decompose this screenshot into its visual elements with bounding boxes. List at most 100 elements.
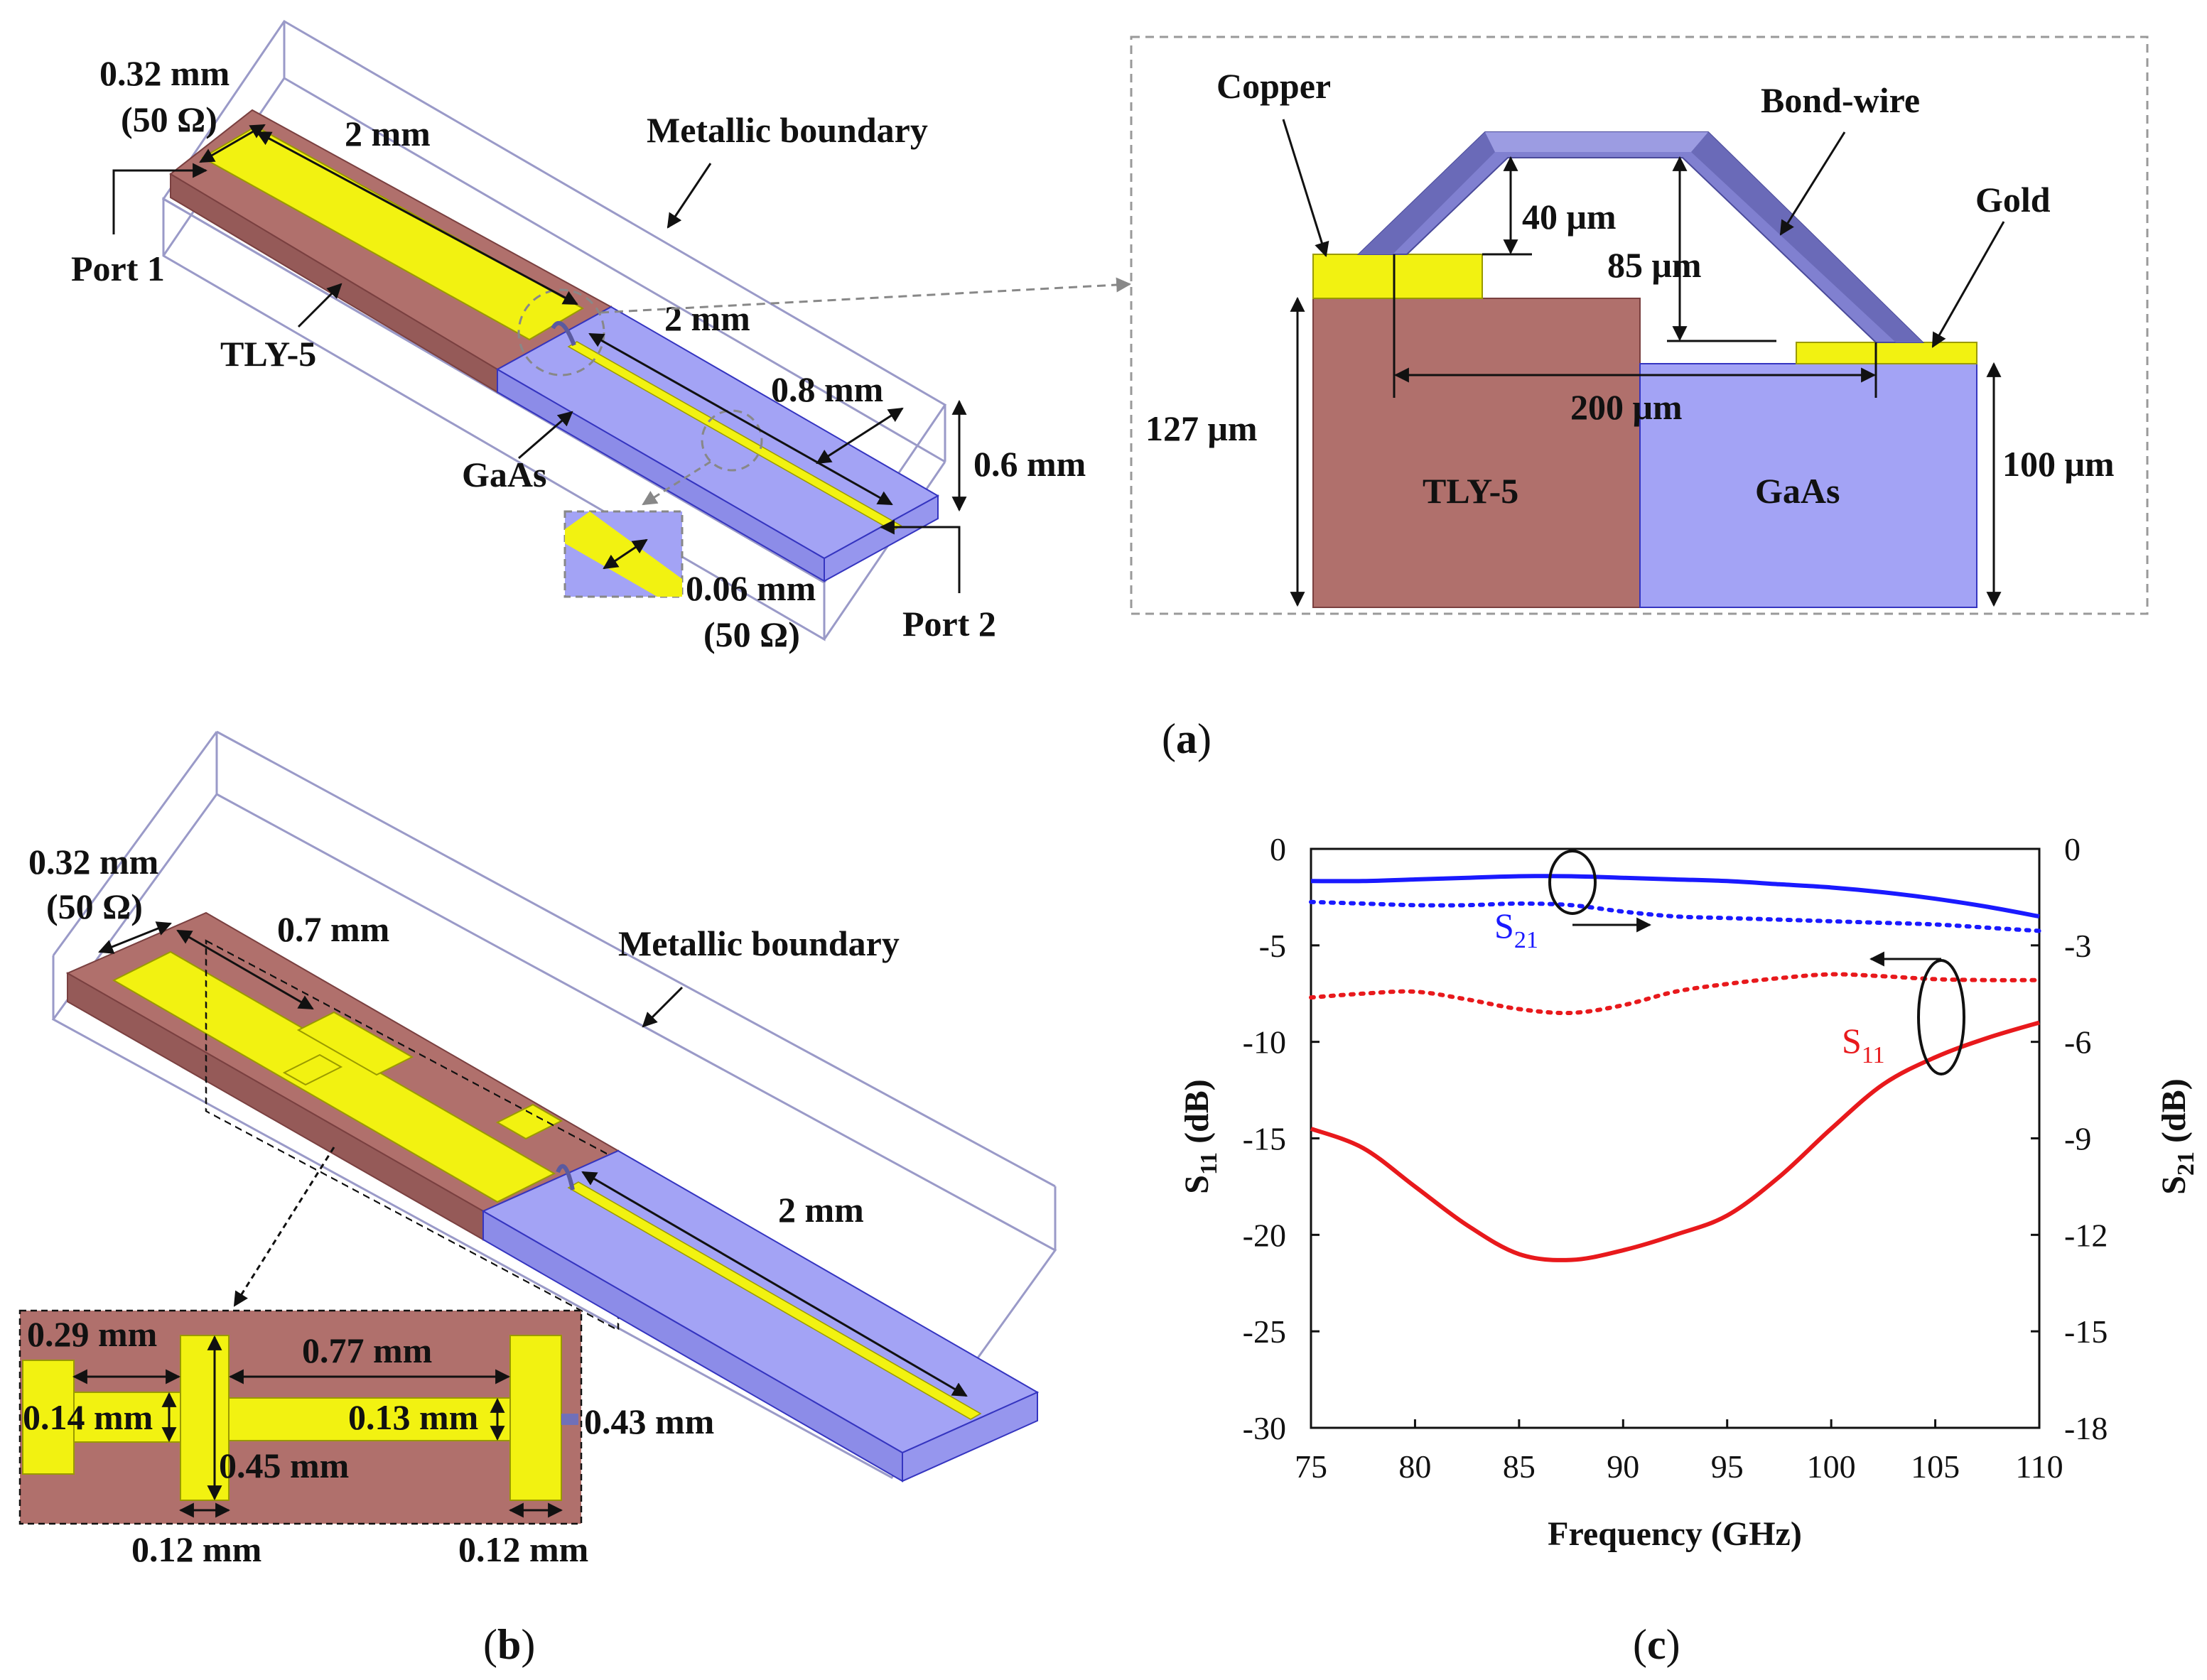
label-gaas-detail: GaAs <box>1755 471 1840 511</box>
x-tick-label: 85 <box>1503 1448 1536 1485</box>
label-d043: 0.43 mm <box>584 1402 714 1441</box>
gaas-block <box>1639 363 1977 608</box>
detail-connector <box>600 277 1132 314</box>
label-gaas: GaAs <box>462 455 546 494</box>
label-port2: Port 2 <box>902 604 996 644</box>
y-right-axis-title: S21 (dB) <box>2155 1078 2199 1194</box>
label-d077: 0.77 mm <box>302 1331 432 1370</box>
x-tick-label: 110 <box>2015 1448 2063 1485</box>
label-len-gaas-b: 2 mm <box>778 1190 864 1230</box>
caption-c: (c) <box>1633 1621 1680 1668</box>
label-len-gaas: 2 mm <box>664 298 750 338</box>
x-tick-label: 80 <box>1398 1448 1431 1485</box>
leader-port1 <box>112 163 208 234</box>
panel-a-detail: Copper Bond-wire Gold 40 μm 85 μm 200 μm… <box>1130 36 2149 615</box>
dim-arrow-width-in-b <box>98 921 172 954</box>
label-port1: Port 1 <box>71 249 165 288</box>
series-group <box>1309 874 2041 1262</box>
tly5-block <box>1312 298 1641 608</box>
label-200um: 200 μm <box>1570 387 1683 427</box>
copper-pad <box>1312 254 1483 299</box>
dim-arrow-len-tly <box>256 131 578 305</box>
label-d012b: 0.12 mm <box>458 1529 588 1569</box>
label-d029: 0.29 mm <box>27 1314 157 1354</box>
series-s21-solid <box>1310 874 2040 919</box>
label-width-in: 0.32 mm <box>99 53 230 93</box>
s21-label: S21 <box>1494 906 1538 953</box>
dim-arrow-len-gaas <box>588 332 893 506</box>
leader-gaas <box>518 411 573 460</box>
x-tick-label: 90 <box>1607 1448 1639 1485</box>
leader-port2 <box>879 519 961 593</box>
zoom-leader-inset <box>642 460 711 506</box>
y-right-tick-label: -6 <box>2064 1024 2091 1061</box>
leader-metallic-b <box>642 986 684 1028</box>
tick-marks <box>1310 847 2041 1429</box>
y-left-tick-label: 0 <box>1270 831 1286 867</box>
y-right-tick-label: -15 <box>2064 1313 2108 1350</box>
x-tick-label: 95 <box>1711 1448 1744 1485</box>
matching-network-3d <box>112 950 563 1203</box>
y-right-tick-label: -12 <box>2064 1217 2108 1253</box>
y-right-tick-label: -18 <box>2064 1410 2108 1446</box>
label-d045: 0.45 mm <box>219 1446 349 1485</box>
label-d013: 0.13 mm <box>348 1397 478 1437</box>
y-left-tick-labels: 0-5-10-15-20-25-30 <box>1243 831 1286 1446</box>
series-s21-dotted <box>1309 899 2041 933</box>
series-s11-dotted <box>1309 972 2041 1016</box>
label-d014: 0.14 mm <box>23 1397 153 1437</box>
y-right-tick-label: -9 <box>2064 1121 2091 1157</box>
label-imp-in: (50 Ω) <box>121 99 217 139</box>
y-right-tick-label: -3 <box>2064 928 2091 964</box>
caption-b: (b) <box>483 1621 535 1668</box>
line-width-inset <box>563 510 684 598</box>
label-copper: Copper <box>1216 66 1331 106</box>
label-gap: 0.8 mm <box>771 369 883 409</box>
label-len-tly: 2 mm <box>345 114 431 153</box>
leader-gold <box>1931 221 2005 348</box>
y-left-tick-label: -25 <box>1243 1313 1286 1350</box>
dim-arrow-gap <box>816 407 904 465</box>
series-s11-solid <box>1310 1020 2040 1262</box>
s21-group-ellipse <box>1548 850 1597 915</box>
label-gold: Gold <box>1975 180 2051 220</box>
y-left-tick-label: -10 <box>1243 1024 1286 1061</box>
bond-wire-3d <box>551 321 576 347</box>
dim-arrow-len-gaas-b <box>581 1171 968 1397</box>
label-bondwire: Bond-wire <box>1761 80 1920 120</box>
label-height: 0.6 mm <box>973 444 1086 484</box>
x-tick-label: 75 <box>1295 1448 1327 1485</box>
label-d012a: 0.12 mm <box>131 1529 261 1569</box>
y-right-tick-label: 0 <box>2064 831 2081 867</box>
bond-wire-detail <box>1356 131 1925 343</box>
y-left-axis-title: S11 (dB) <box>1178 1079 1222 1194</box>
plot-frame <box>1310 847 2041 1429</box>
s11-label: S11 <box>1842 1021 1885 1068</box>
s11-group-ellipse <box>1917 959 1965 1075</box>
gaas-substrate <box>495 305 940 582</box>
label-tly5: TLY-5 <box>220 334 316 374</box>
y-left-tick-label: -15 <box>1243 1121 1286 1157</box>
dim-arrow-stub-b <box>176 929 314 1010</box>
label-metallic-b: Metallic boundary <box>618 923 900 963</box>
dim-arrow-width-in <box>199 124 266 163</box>
label-127um: 127 μm <box>1145 408 1258 448</box>
gold-pad <box>1796 342 1977 364</box>
bond-wire-b <box>556 1164 575 1191</box>
label-imp-out: (50 Ω) <box>703 614 800 654</box>
label-100um: 100 μm <box>2002 444 2115 484</box>
panel-a-3d: 0.32 mm (50 Ω) 2 mm Metallic boundary Po… <box>71 20 1086 654</box>
inset-region-b <box>205 939 620 1332</box>
leader-copper <box>1282 119 1329 258</box>
x-tick-label: 105 <box>1911 1448 1960 1485</box>
matching-network-inset: 0.29 mm 0.77 mm 0.14 mm 0.13 mm 0.43 mm … <box>18 1309 714 1569</box>
label-imp-in-b: (50 Ω) <box>46 887 143 926</box>
inset-connector-b <box>233 1147 335 1307</box>
leader-tly5 <box>297 283 342 328</box>
label-width-in-b: 0.32 mm <box>28 842 158 882</box>
y-left-tick-label: -5 <box>1259 928 1286 964</box>
y-left-tick-label: -20 <box>1243 1217 1286 1253</box>
